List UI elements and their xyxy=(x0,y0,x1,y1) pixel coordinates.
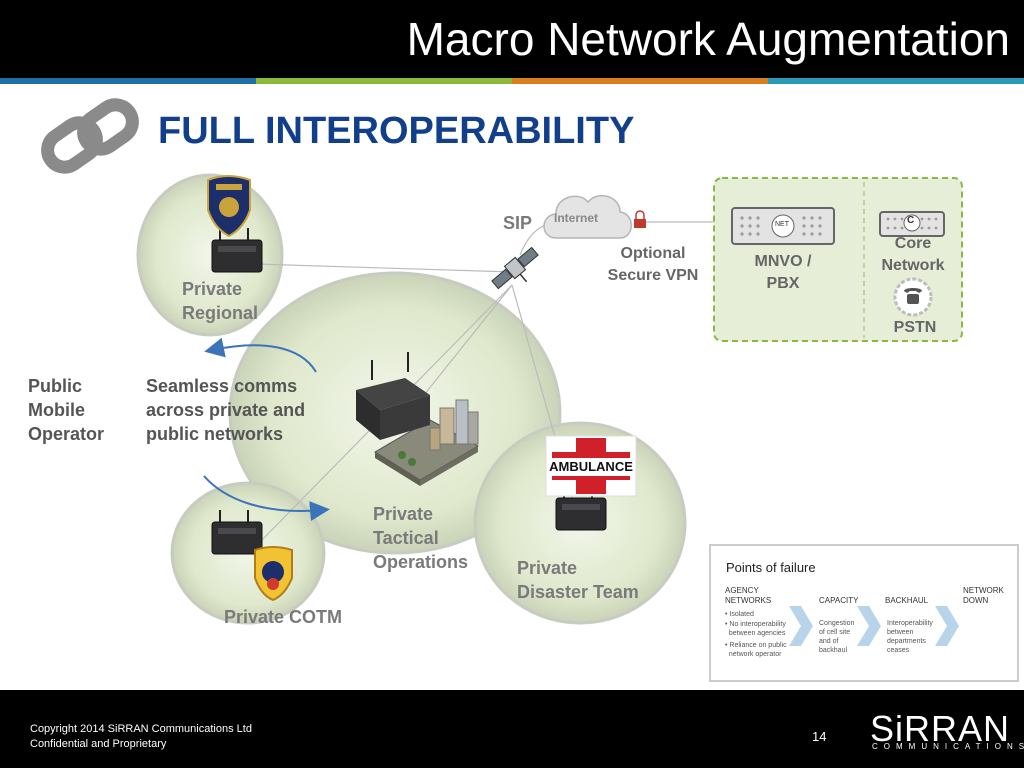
header-stripe-teal xyxy=(768,78,1024,84)
ambulance-sign-icon xyxy=(545,435,637,497)
base-station-icon xyxy=(211,228,263,273)
copyright-text: Copyright 2014 SiRRAN Communications Ltd xyxy=(30,723,252,735)
base-station-icon xyxy=(211,510,263,555)
sirran-logo: SiRRAN xyxy=(870,708,1011,749)
pof-agency-item: • No interoperability between agencies xyxy=(725,621,786,637)
private-regional-label: Private Regional xyxy=(182,279,259,323)
core-server-icon xyxy=(879,211,945,237)
pof-capacity-text: Congestion of cell site and of backhaul xyxy=(819,620,855,654)
pof-backhaul-text: Interoperability between departments cea… xyxy=(887,620,933,654)
public-mobile-operator-label: Public Mobile Operator xyxy=(28,376,105,444)
mnvo-pbx-label: MNVO / PBX xyxy=(754,253,812,292)
optional-vpn-label: Optional Secure VPN xyxy=(607,245,699,284)
pof-backhaul-header: BACKHAUL xyxy=(885,596,929,605)
section-subtitle: FULL INTEROPERABILITY xyxy=(158,110,635,152)
lock-icon xyxy=(634,210,646,228)
private-disaster-label: Private Disaster Team xyxy=(517,558,639,602)
sirran-logo-sub: COMMUNICATIONS xyxy=(872,742,1024,751)
satellite-icon xyxy=(491,246,539,290)
pof-chevrons xyxy=(789,606,959,646)
pof-agency-item: • Isolated xyxy=(725,611,754,618)
footer-copyright: Copyright 2014 SiRRAN Communications Ltd… xyxy=(30,722,252,752)
chain-link-icon xyxy=(41,98,139,174)
pof-network-down-header: NETWORK DOWN xyxy=(963,586,1004,605)
private-tactical-label: Private Tactical Operations xyxy=(373,504,469,572)
pstn-phone-icon xyxy=(893,277,933,317)
pof-agency-item: • Reliance on public network operator xyxy=(725,642,787,658)
seamless-comms-label: Seamless comms across private and public… xyxy=(146,376,306,444)
private-cotm-label: Private COTM xyxy=(224,607,343,627)
fire-department-badge-icon xyxy=(254,546,293,602)
points-of-failure-panel: Points of failure AGENCY NETWORKS • Isol… xyxy=(709,544,1019,682)
internet-label: Internet xyxy=(554,211,599,225)
slide-title: Macro Network Augmentation xyxy=(406,13,1010,65)
header-stripe-blue xyxy=(0,78,256,84)
pof-agency-header: AGENCY NETWORKS xyxy=(725,586,772,605)
header-bar xyxy=(0,0,1024,78)
footer-bar xyxy=(0,690,1024,768)
confidential-text: Confidential and Proprietary xyxy=(30,738,167,750)
pstn-label: PSTN xyxy=(893,319,937,336)
page-number: 14 xyxy=(812,729,827,744)
net-badge-label: NET xyxy=(775,221,789,228)
header-stripe-orange xyxy=(512,78,768,84)
core-network-label: Core Network xyxy=(881,235,945,274)
arrow-left xyxy=(204,337,317,373)
police-badge-icon xyxy=(207,175,251,238)
city-tactical-icon xyxy=(356,352,480,486)
ambulance-label: AMBULANCE xyxy=(549,459,633,474)
internet-cloud-icon xyxy=(543,194,632,239)
core-badge-label: C xyxy=(907,215,915,226)
pof-capacity-header: CAPACITY xyxy=(819,596,859,605)
pof-title: Points of failure xyxy=(726,560,816,575)
arrow-right xyxy=(203,475,330,522)
header-stripe-green xyxy=(256,78,512,84)
sip-label: SIP xyxy=(503,213,533,233)
mnvo-server-icon xyxy=(731,207,835,245)
